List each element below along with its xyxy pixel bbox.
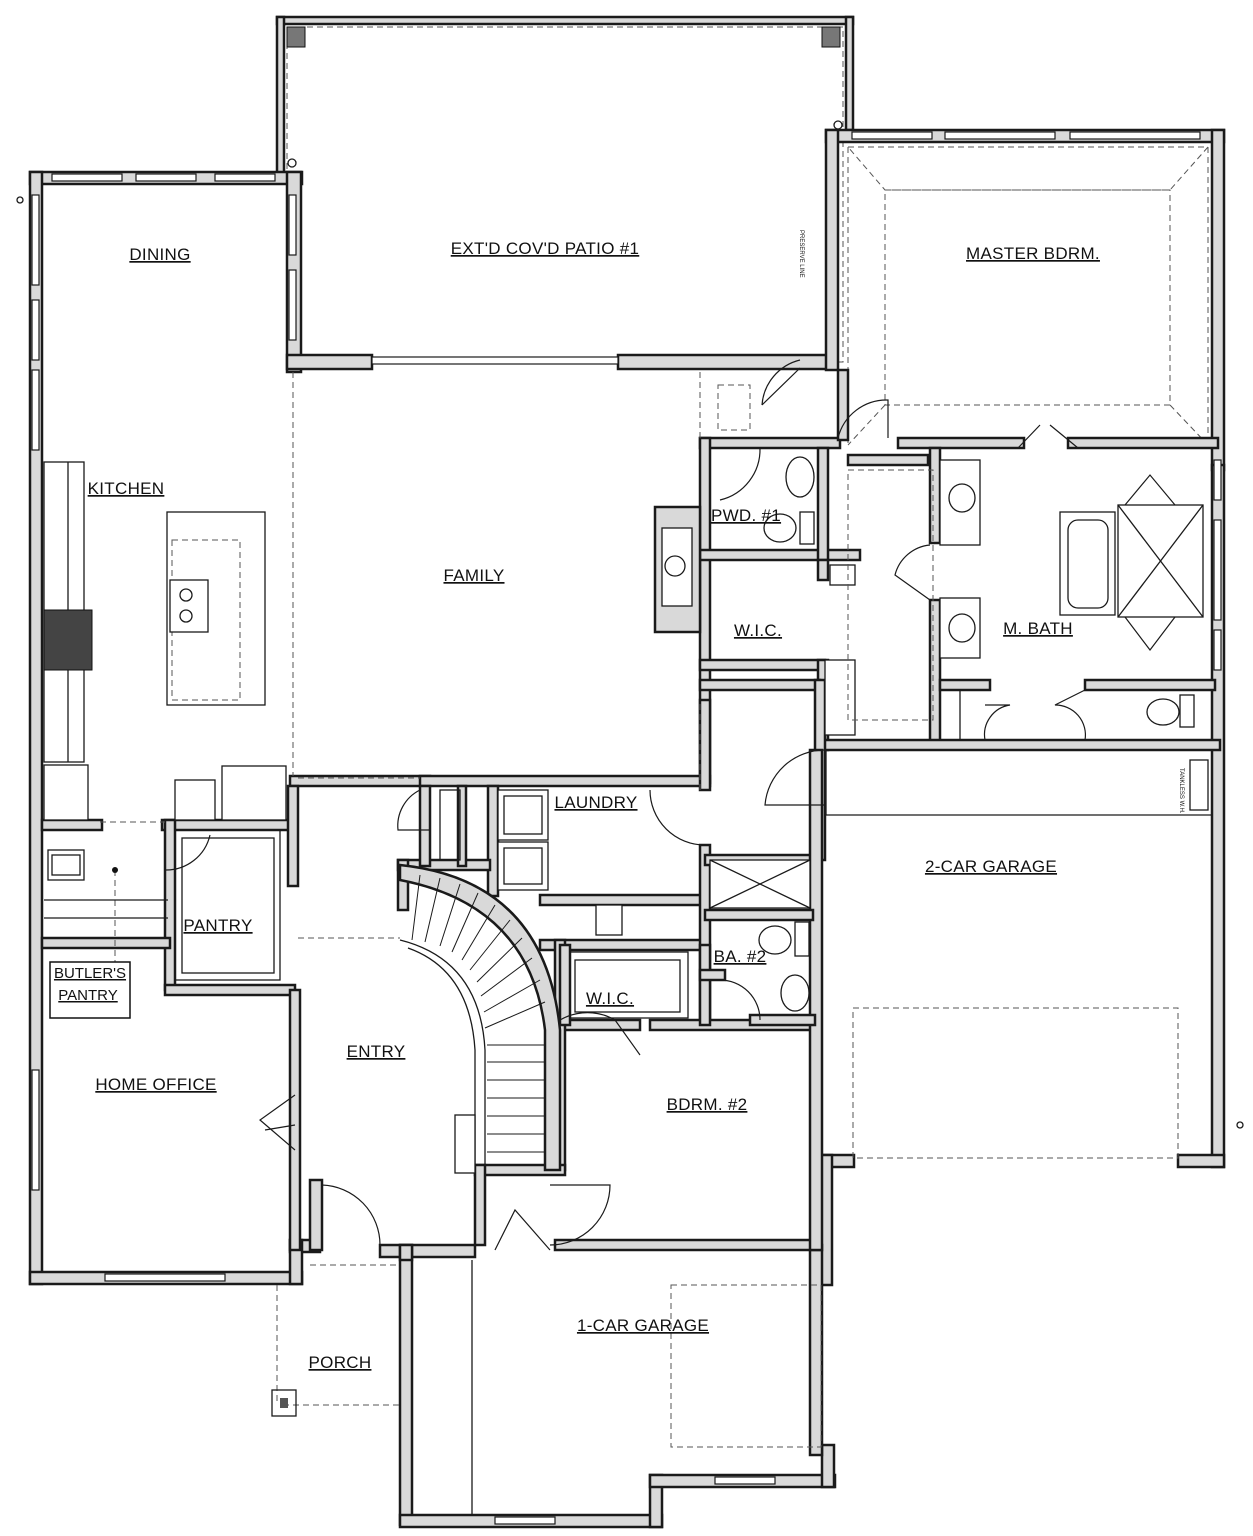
patio-column-right xyxy=(821,26,841,48)
label-bedroom-two: BDRM. #2 xyxy=(667,1095,748,1114)
windows xyxy=(31,131,1222,1525)
bath-two-fixtures xyxy=(709,859,811,1012)
patio-column-left xyxy=(286,26,306,48)
label-powder: PWD. #1 xyxy=(711,506,781,525)
label-wic-master: W.I.C. xyxy=(734,621,782,640)
label-laundry: LAUNDRY xyxy=(554,793,637,812)
label-garage-one-car: 1-CAR GARAGE xyxy=(577,1316,709,1335)
fireplace xyxy=(653,505,702,634)
openings xyxy=(100,372,701,1417)
label-bath-two: BA. #2 xyxy=(714,947,767,966)
garage-details: TANKLESS W.H. xyxy=(16,196,1244,1515)
svg-text:TANKLESS W.H.: TANKLESS W.H. xyxy=(1178,768,1184,814)
label-butlers-pantry-1: BUTLER'S xyxy=(54,965,126,982)
label-kitchen: KITCHEN xyxy=(88,479,165,498)
label-home-office: HOME OFFICE xyxy=(95,1075,216,1094)
label-entry: ENTRY xyxy=(347,1042,406,1061)
label-butlers-pantry-2: PANTRY xyxy=(58,987,117,1004)
label-pantry: PANTRY xyxy=(183,916,252,935)
label-master-bath: M. BATH xyxy=(1003,619,1073,638)
label-family: FAMILY xyxy=(443,566,504,585)
range xyxy=(43,609,93,671)
label-porch: PORCH xyxy=(309,1353,372,1372)
staircase xyxy=(398,863,562,1174)
label-master-bedroom: MASTER BDRM. xyxy=(966,244,1100,263)
closet-shelves xyxy=(174,689,961,1019)
label-dining: DINING xyxy=(129,245,190,264)
butlers-pantry-box xyxy=(49,961,131,1019)
doors xyxy=(164,359,1087,1251)
patio-outline xyxy=(275,15,855,363)
label-wic-two: W.I.C. xyxy=(586,989,634,1008)
room-labels: EXT'D COV'D PATIO #1 MASTER BDRM. DINING… xyxy=(49,239,1100,1372)
kitchen-fixtures xyxy=(43,461,287,985)
laundry-fixtures xyxy=(497,789,623,936)
svg-text:PRESERVE LINE: PRESERVE LINE xyxy=(798,230,804,278)
label-patio: EXT'D COV'D PATIO #1 xyxy=(451,239,640,258)
master-ceiling: PRESERVE LINE xyxy=(798,146,1210,446)
bath-fixtures xyxy=(717,384,1204,736)
label-garage-two-car: 2-CAR GARAGE xyxy=(925,857,1057,876)
